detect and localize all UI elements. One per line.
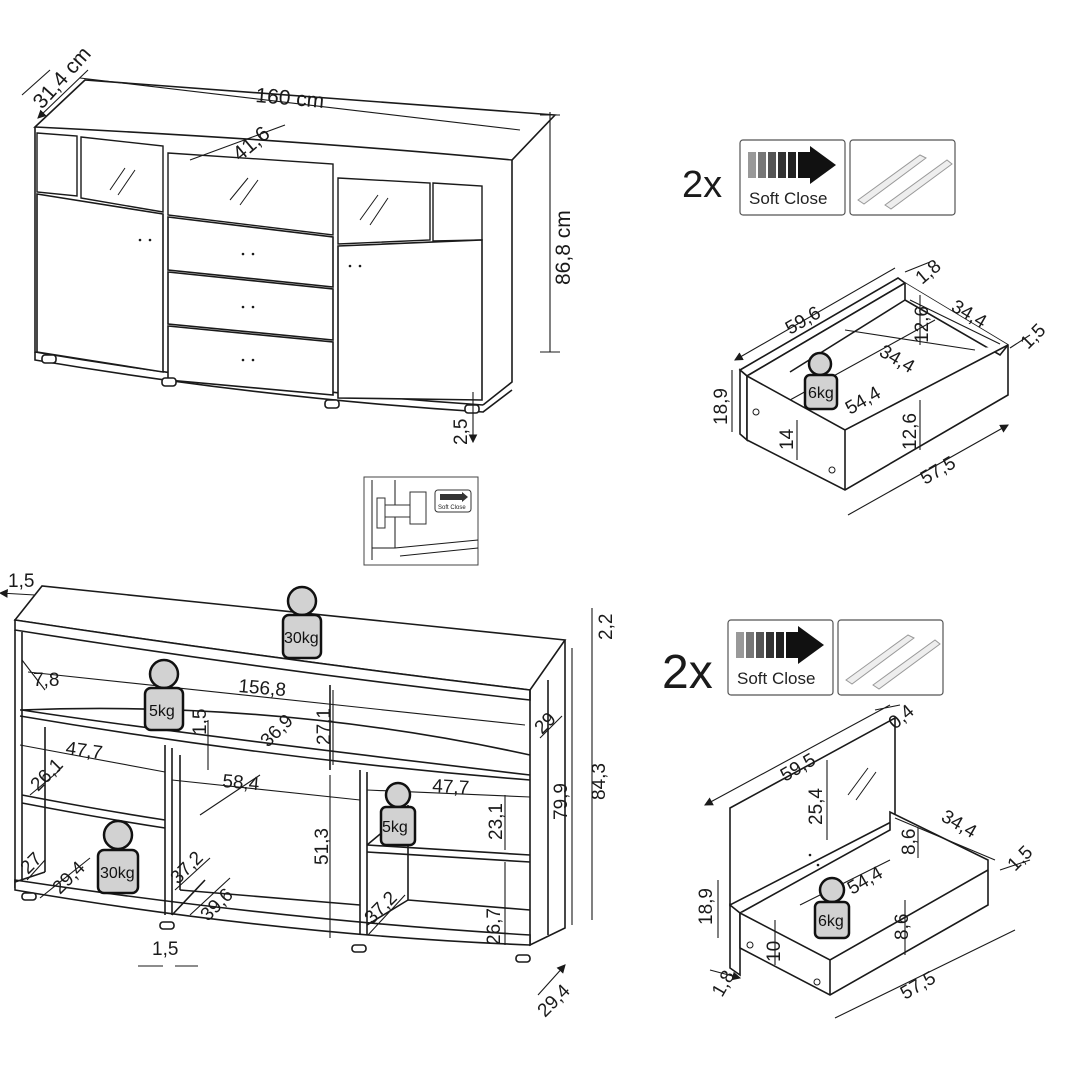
dim-total-height: 84,3 [589, 763, 610, 800]
dim-left-shelf-depth: 26,1 [27, 755, 68, 796]
dim-front-height-lower: 18,9 [696, 888, 717, 925]
drawer-upper-drawing [732, 261, 1031, 516]
left-door [36, 193, 164, 373]
dim-right-upper-height: 23,1 [486, 803, 507, 840]
dim-top-board: 2,2 [596, 614, 617, 640]
dim-middle-height: 51,3 [312, 828, 333, 865]
dim-divider-thickness: 1,5 [152, 939, 178, 960]
svg-text:30kg: 30kg [284, 630, 319, 647]
svg-text:6kg: 6kg [808, 385, 834, 402]
drawer-rails-image-lower [837, 619, 944, 696]
dim-back-height-lower: 8,6 [899, 829, 920, 855]
dim-middle-side-depth: 37,2 [167, 848, 208, 889]
svg-text:5kg: 5kg [149, 703, 175, 720]
weight-5kg-left: 5kg [143, 658, 185, 732]
right-door [337, 239, 483, 401]
dim-side-thickness: 1,5 [1017, 320, 1051, 354]
hinge-soft-close-label: Soft Close [438, 505, 466, 511]
dim-foot-height: 2,5 [451, 419, 472, 445]
dim-front-height: 18,9 [711, 388, 732, 425]
dim-right-width: 47,7 [432, 776, 470, 799]
weight-6kg-lower: 6kg [813, 876, 851, 940]
sideboard-front-view [21, 69, 560, 442]
drawer-lower-quantity: 2x [662, 646, 713, 699]
dim-base-depth: 29,4 [534, 980, 575, 1021]
dim-back-height: 12,6 [912, 306, 933, 343]
drawer-rails-image-upper [849, 139, 956, 216]
dim-top-thickness: 1,5 [8, 571, 34, 592]
weight-30kg-top: 30kg [281, 585, 323, 660]
dim-left-bottom-depth: 27 [17, 849, 47, 879]
weight-30kg-bottom: 30kg [96, 819, 140, 895]
dim-side-thickness-lower: 1,5 [1004, 842, 1038, 876]
dim-outer-width: 57,5 [917, 453, 960, 490]
dim-width: 160 cm [255, 84, 326, 113]
dim-right-lower-height: 26,7 [484, 908, 505, 945]
dim-front-inner-height: 12,6 [900, 413, 921, 450]
drawer-lower-drawing [705, 704, 1031, 1019]
dim-height: 86,8 cm [552, 210, 575, 285]
dim-side-depth: 29 [531, 709, 561, 739]
dim-glass-height: 25,4 [806, 788, 827, 825]
dim-upper-height: 27,1 [314, 708, 335, 745]
interior-bottom [14, 879, 531, 946]
dim-inner-width: 156,8 [238, 676, 287, 701]
dim-depth: 31,4 cm [29, 42, 96, 113]
dim-back-inset: 7,8 [33, 670, 59, 691]
soft-close-badge-lower: Soft Close [727, 619, 834, 696]
dim-inner-height: 79,9 [551, 783, 572, 820]
soft-close-badge-upper: Soft Close [739, 139, 846, 216]
weight-6kg-upper: 6kg [803, 351, 839, 411]
hinge-inset: Soft Close [363, 476, 479, 566]
dim-middle-width: 58,4 [222, 771, 261, 795]
soft-close-label: Soft Close [749, 189, 827, 208]
dim-side-height-lower: 10 [764, 941, 785, 962]
dim-divider-thickness-top: 1,5 [190, 709, 211, 735]
drawer-upper-quantity: 2x [682, 164, 722, 206]
soft-close-label: Soft Close [737, 669, 815, 688]
dim-outer-width-lower: 57,5 [897, 968, 940, 1005]
dim-left-width: 47,7 [64, 738, 104, 764]
dim-side-height: 14 [777, 428, 798, 450]
dim-side-depth-lower: 34,4 [938, 806, 981, 843]
svg-text:6kg: 6kg [818, 913, 844, 930]
dim-front-thickness: 1,8 [912, 256, 946, 289]
weight-5kg-right: 5kg [379, 781, 417, 847]
svg-text:30kg: 30kg [100, 865, 135, 882]
svg-text:5kg: 5kg [382, 819, 408, 836]
dim-front-inner-height-lower: 8,6 [892, 914, 913, 940]
